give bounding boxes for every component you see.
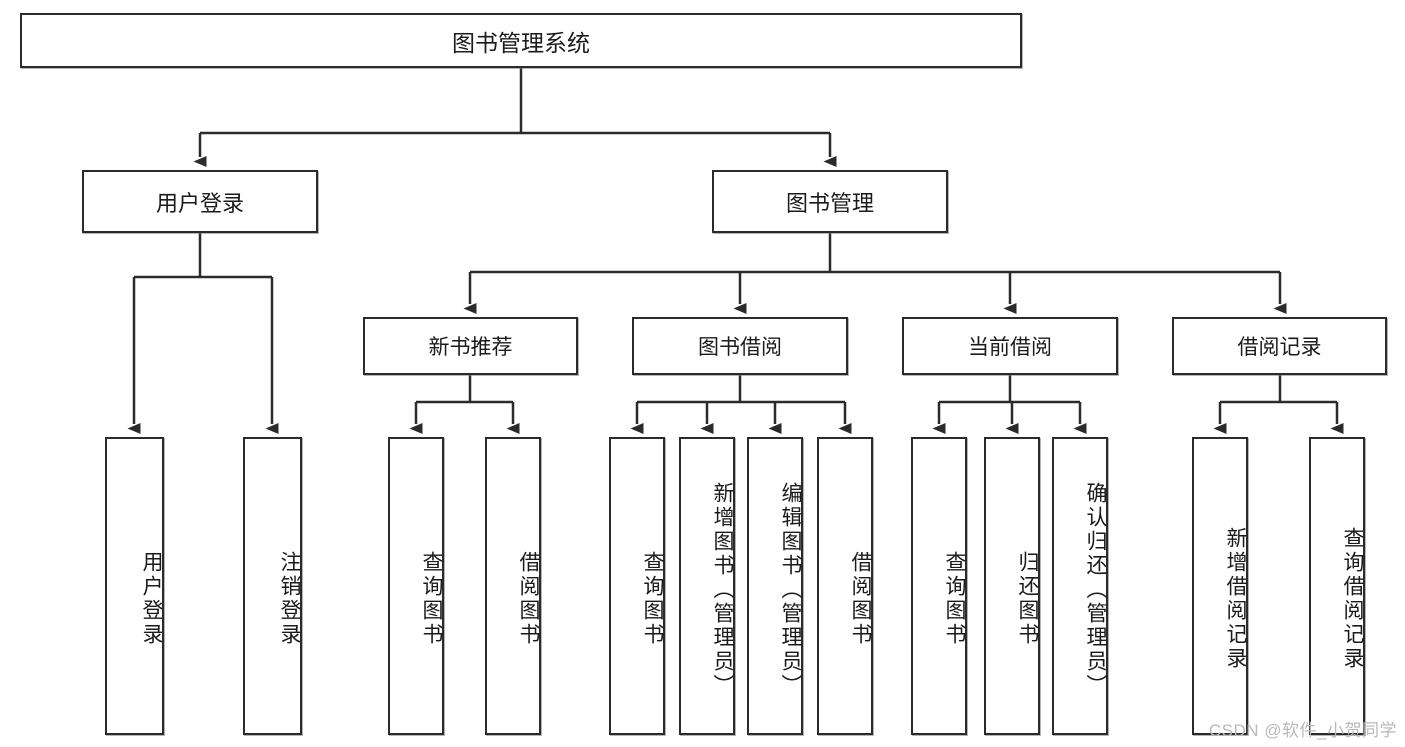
node-leaf-query-record-label: 查询借阅记录 (1341, 527, 1364, 671)
node-leaf-query-book-3-label: 查询图书 (943, 551, 966, 647)
node-leaf-query-book-1-label: 查询图书 (420, 551, 443, 647)
node-user-login[interactable]: 用户登录 (82, 170, 318, 233)
node-book-manage[interactable]: 图书管理 (712, 170, 948, 233)
node-user-login-label: 用户登录 (155, 190, 244, 216)
node-borrow-record[interactable]: 借阅记录 (1172, 317, 1387, 375)
node-book-borrow-label: 图书借阅 (698, 336, 782, 359)
node-leaf-query-book-2[interactable]: 查询图书 (609, 437, 665, 735)
node-leaf-user-login[interactable]: 用户登录 (105, 437, 164, 735)
node-current-borrow[interactable]: 当前借阅 (902, 317, 1118, 375)
node-leaf-query-record[interactable]: 查询借阅记录 (1309, 437, 1365, 735)
node-book-borrow[interactable]: 图书借阅 (632, 317, 848, 375)
node-leaf-query-book-2-label: 查询图书 (641, 551, 664, 647)
node-new-book-recommend[interactable]: 新书推荐 (363, 317, 578, 375)
node-leaf-confirm-return[interactable]: 确认归还（管理员） (1052, 437, 1108, 735)
node-leaf-borrow-book-1[interactable]: 借阅图书 (485, 437, 541, 735)
node-new-book-recommend-label: 新书推荐 (428, 336, 513, 359)
node-leaf-query-book-1[interactable]: 查询图书 (388, 437, 444, 735)
node-leaf-user-login-label: 用户登录 (140, 551, 163, 647)
node-borrow-record-label: 借阅记录 (1237, 336, 1322, 359)
node-leaf-add-book[interactable]: 新增图书（管理员） (679, 437, 735, 735)
node-leaf-logout-label: 注销登录 (278, 551, 301, 647)
node-leaf-borrow-book-2-label: 借阅图书 (849, 551, 872, 647)
node-leaf-borrow-book-2[interactable]: 借阅图书 (817, 437, 873, 735)
node-current-borrow-label: 当前借阅 (968, 336, 1052, 359)
node-leaf-logout[interactable]: 注销登录 (243, 437, 302, 735)
node-leaf-edit-book[interactable]: 编辑图书（管理员） (747, 437, 803, 735)
node-root-label: 图书管理系统 (452, 29, 590, 56)
node-leaf-add-book-label: 新增图书（管理员） (711, 482, 734, 698)
node-leaf-confirm-return-label: 确认归还（管理员） (1084, 482, 1107, 698)
node-leaf-add-record-label: 新增借阅记录 (1224, 527, 1247, 671)
node-leaf-return-book-label: 归还图书 (1016, 551, 1039, 647)
watermark: CSDN @软件_小贺同学 (1208, 721, 1397, 740)
node-leaf-edit-book-label: 编辑图书（管理员） (779, 482, 802, 698)
node-leaf-borrow-book-1-label: 借阅图书 (517, 551, 540, 647)
node-leaf-add-record[interactable]: 新增借阅记录 (1192, 437, 1248, 735)
node-root[interactable]: 图书管理系统 (20, 13, 1022, 68)
node-book-manage-label: 图书管理 (785, 190, 874, 216)
node-leaf-return-book[interactable]: 归还图书 (984, 437, 1040, 735)
node-leaf-query-book-3[interactable]: 查询图书 (911, 437, 967, 735)
